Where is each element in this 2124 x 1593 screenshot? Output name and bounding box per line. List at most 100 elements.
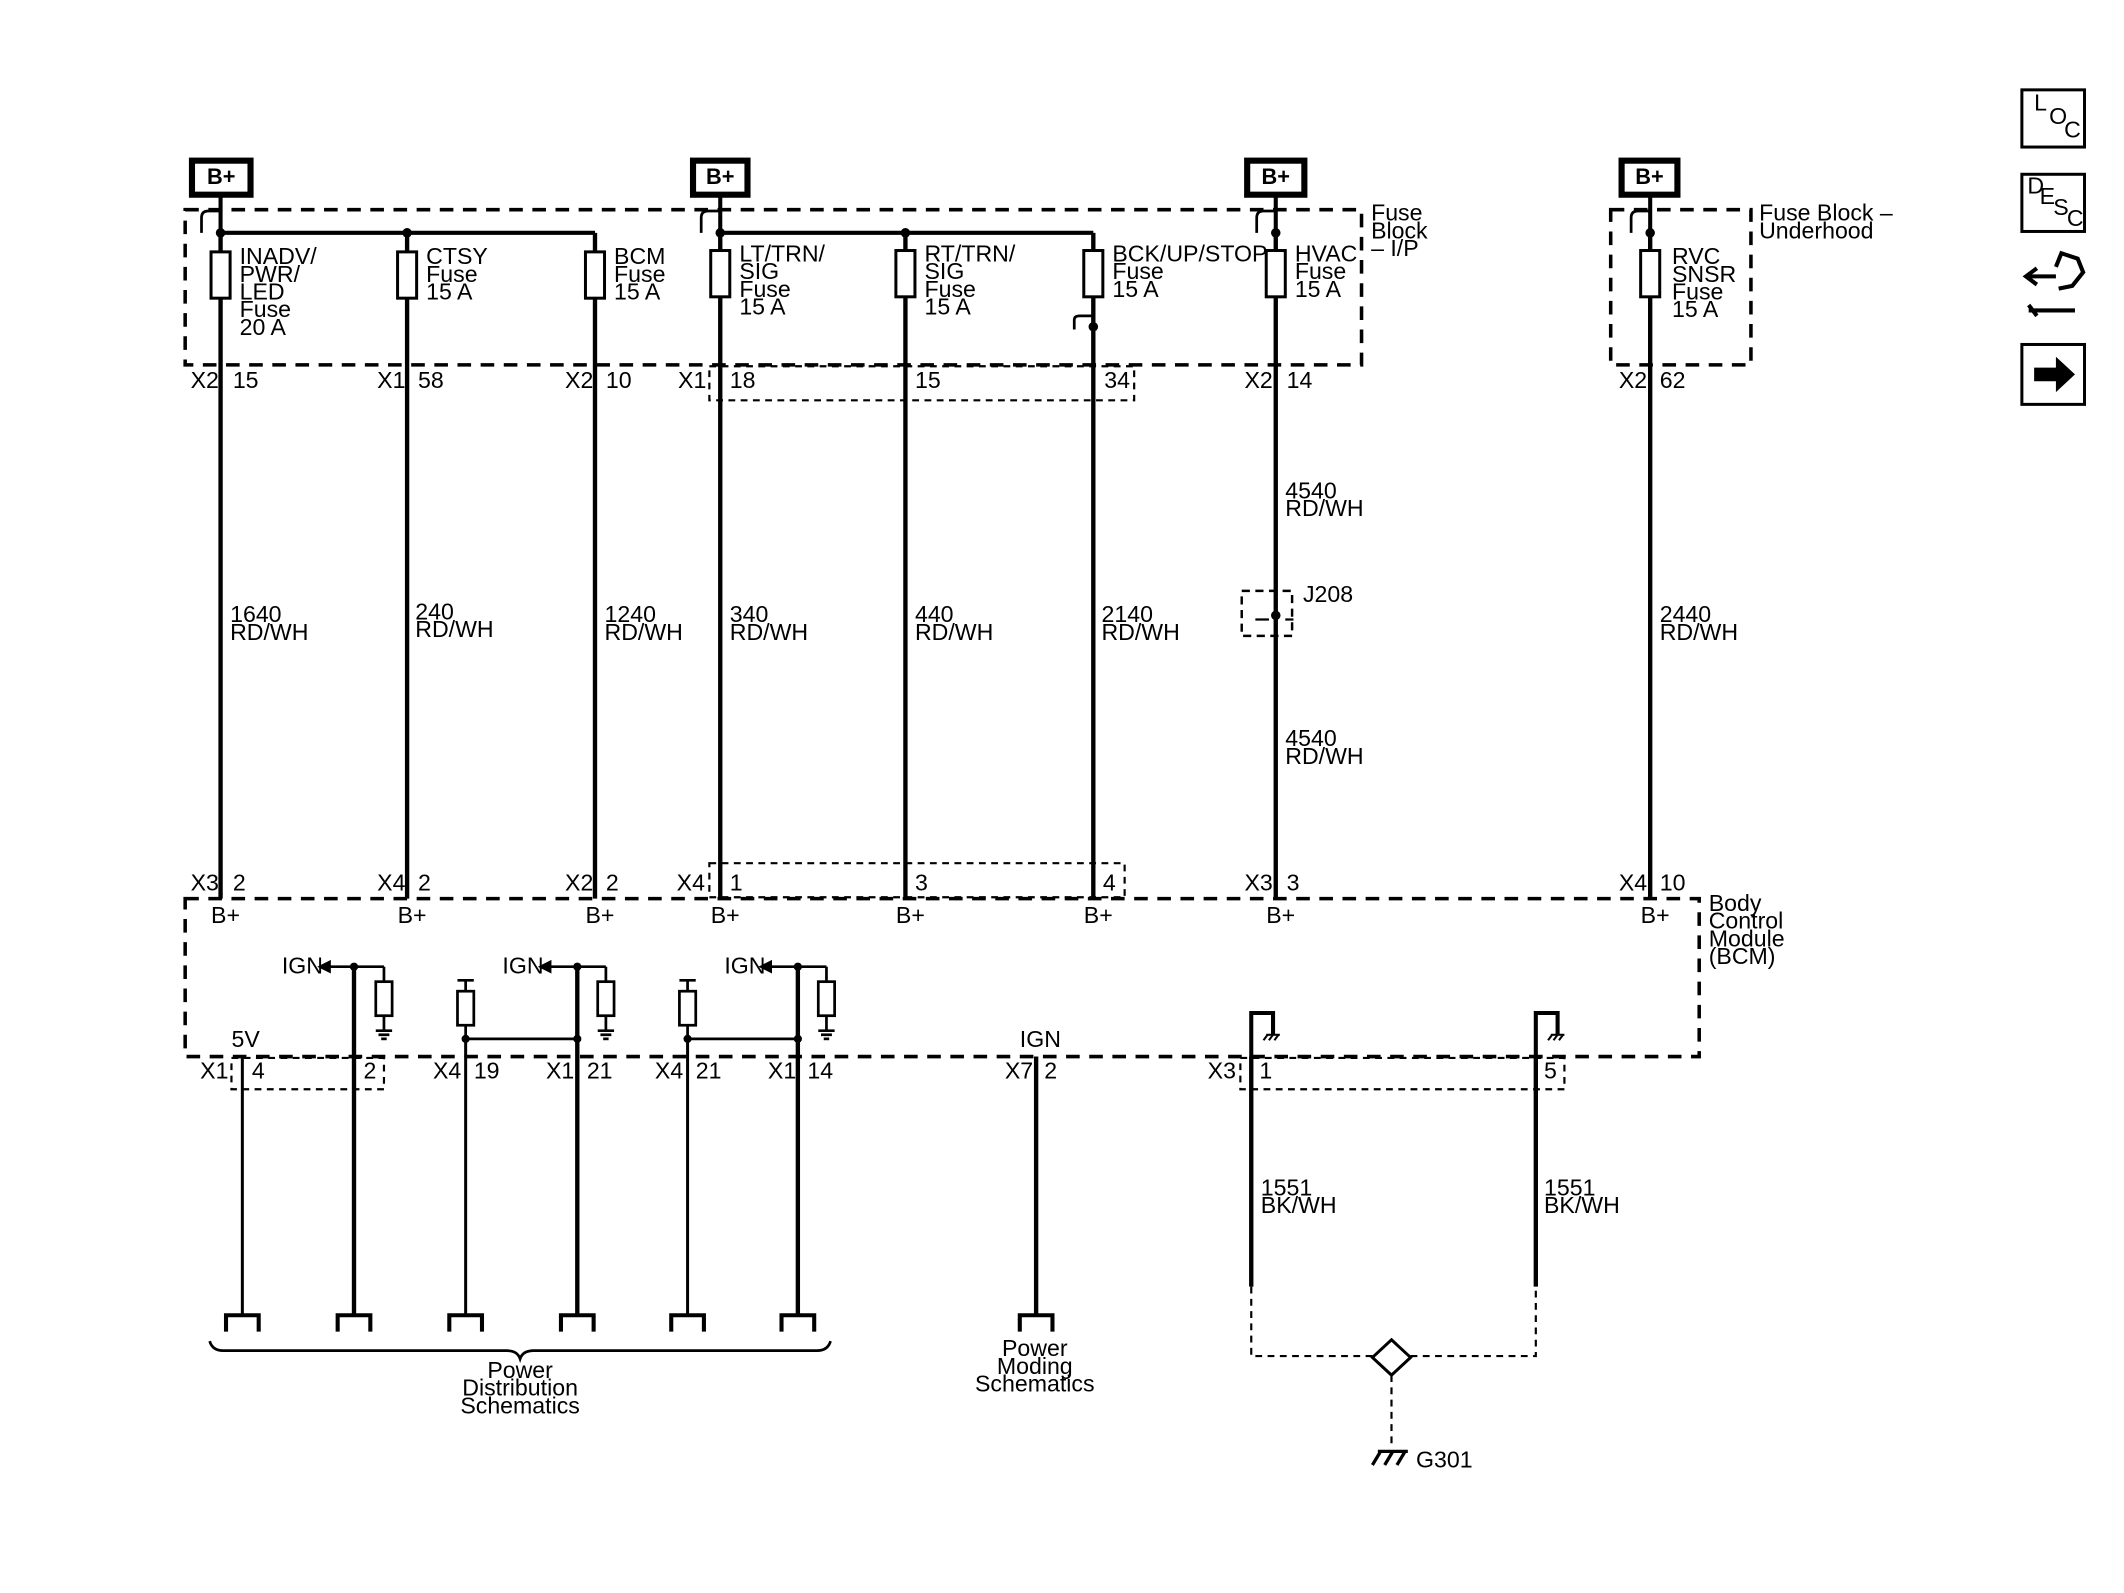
connector-tool-icon[interactable] (2022, 250, 2086, 318)
splice-j208 (1240, 589, 1294, 638)
ign-arrows (317, 959, 772, 974)
power-distribution-brace (208, 1340, 832, 1364)
supply-hook (200, 209, 221, 233)
fuse-hvac (1264, 249, 1287, 299)
splice-label: J208 (1303, 581, 1353, 607)
pull-resistor (816, 980, 836, 1018)
connector-label: X4 (655, 1057, 683, 1083)
b-plus-box: B+ (188, 157, 254, 198)
connector-label: X1 (200, 1057, 228, 1083)
pin-number: 18 (730, 367, 756, 393)
pin-number: 3 (915, 869, 928, 895)
junction-dot (1645, 228, 1655, 238)
fuse-lt-trn-sig (709, 249, 732, 299)
connector-label: X1 (768, 1057, 796, 1083)
termination (558, 1313, 596, 1332)
pin-number: 19 (474, 1057, 500, 1083)
connector-label: X1 (546, 1057, 574, 1083)
supply-hook (1072, 314, 1094, 330)
b-plus-pin-label: B+ (1266, 902, 1295, 928)
b-plus-pin-label: B+ (711, 902, 740, 928)
connector-label: X3 (191, 869, 219, 895)
termination (447, 1313, 485, 1332)
pin-number: 1 (1259, 1057, 1272, 1083)
fuse-ctsy (396, 250, 419, 300)
pull-resistor (456, 989, 476, 1027)
fuse-block-underhood-outline (1608, 207, 1753, 367)
termination (669, 1313, 706, 1332)
pin-number: 15 (915, 367, 941, 393)
connector-label: X2 (565, 869, 593, 895)
svg-text:B+: B+ (1262, 164, 1290, 189)
pin-number: 58 (418, 367, 444, 393)
b-plus-pin-label: B+ (585, 902, 614, 928)
connector-label: X4 (677, 869, 705, 895)
nav-desc-button[interactable]: DESC (2020, 172, 2087, 233)
bcm-connector-group-x4 (708, 862, 1126, 899)
pin-number: 2 (418, 869, 431, 895)
b-plus-pin-label: B+ (896, 902, 925, 928)
fuse-bck-up-stop (1082, 249, 1105, 299)
ign-label: IGN (724, 953, 765, 979)
b-plus-pin-label: B+ (211, 902, 240, 928)
connector-label: X1 (678, 367, 706, 393)
b-plus-pin-label: B+ (1641, 902, 1670, 928)
next-page-button[interactable] (2020, 342, 2087, 406)
connector-label: X7 (1005, 1057, 1033, 1083)
pin-number: 2 (1044, 1057, 1057, 1083)
connector-label: X2 (191, 367, 219, 393)
pin-number: 14 (1287, 367, 1313, 393)
pin-number: 2 (364, 1057, 377, 1083)
b-plus-box: B+ (1244, 157, 1308, 198)
b-plus-pin-label: B+ (1084, 902, 1113, 928)
svg-text:B+: B+ (207, 164, 235, 189)
pin-number: 4 (1103, 869, 1116, 895)
junction-dot (1270, 228, 1281, 238)
b-plus-pin-label: B+ (398, 902, 427, 928)
bcm-ground-hook (1533, 1010, 1560, 1057)
junction-dot (900, 228, 911, 238)
fuse-block-underhood-label: Fuse Block –Underhood (1759, 200, 1893, 244)
b-plus-box: B+ (1618, 157, 1681, 198)
termination (779, 1313, 817, 1332)
supply-hook (1629, 209, 1651, 233)
pin-number: 10 (1660, 869, 1686, 895)
supply-hook (699, 209, 721, 233)
bcm-connector-group-x1 (230, 1056, 386, 1091)
pin-number: 3 (1287, 869, 1300, 895)
pin-number: 21 (696, 1057, 722, 1083)
fuse-rvc-snsr (1639, 249, 1662, 299)
termination (335, 1313, 373, 1332)
pin-number: 34 (1104, 367, 1130, 393)
ground-label: G301 (1416, 1447, 1473, 1473)
junction-dot (1088, 322, 1099, 332)
fuse-rt-trn-sig (894, 249, 917, 299)
fuse-connector-group (708, 365, 1136, 402)
pin-number: 15 (233, 367, 259, 393)
pin-number: 4 (252, 1057, 265, 1083)
supply-hook (1255, 209, 1276, 233)
svg-text:B+: B+ (706, 164, 734, 189)
pin-number: 14 (807, 1057, 833, 1083)
